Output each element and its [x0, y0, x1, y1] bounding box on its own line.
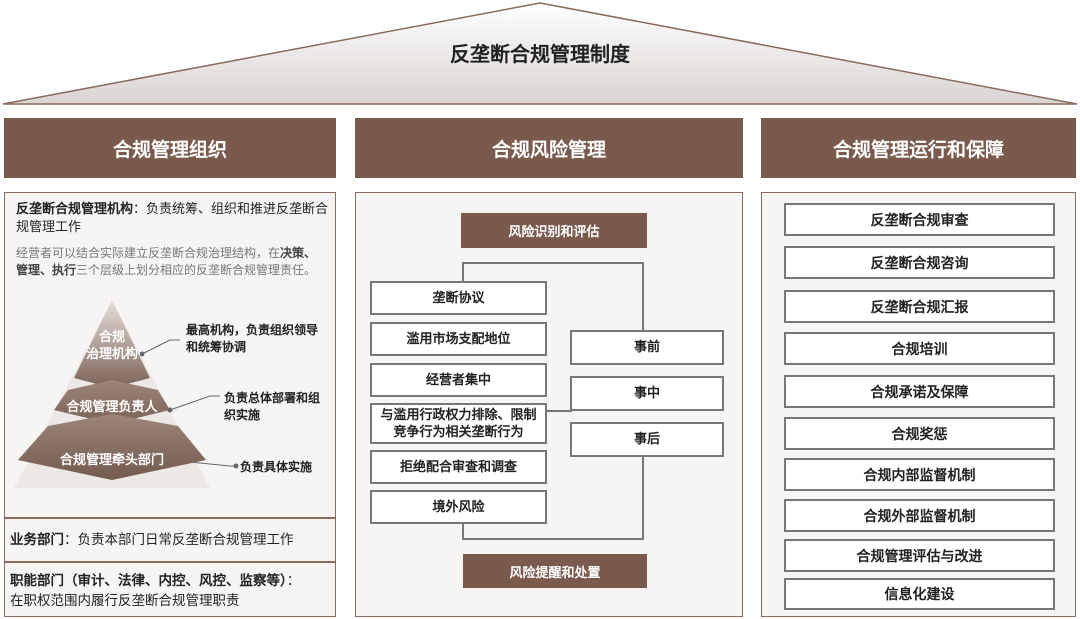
pyramid-desc-department: 负责具体实施 [240, 460, 313, 474]
functional-dept-desc: 在职权范围内履行反垄断合规管理职责 [10, 593, 240, 609]
pyramid-tier-governance-line1: 合规 [98, 330, 125, 345]
stage-during: 事中 [570, 376, 724, 411]
risk-item: 滥用市场支配地位 [370, 322, 547, 356]
connector-line [462, 262, 644, 264]
agency-block: 反垄断合规管理机构：负责统筹、组织和推进反垄断合规管理工作 [16, 201, 332, 237]
note-text-pre: 经营者可以结合实际建立反垄断合规治理结构，在 [16, 246, 281, 260]
operation-item: 信息化建设 [784, 578, 1055, 610]
functional-dept-colon: ： [286, 573, 301, 589]
column-header-organization: 合规管理组织 [4, 118, 336, 178]
operation-item: 合规培训 [784, 332, 1055, 365]
column-header-operation: 合规管理运行和保障 [761, 118, 1076, 178]
note-text-post: 三个层级上划分相应的反垄断合规管理责任。 [76, 263, 317, 277]
operation-item: 反垄断合规审查 [784, 203, 1055, 236]
stage-before: 事前 [570, 330, 724, 365]
pyramid-tier-governance-line2: 治理机构 [85, 347, 138, 362]
pyramid-desc-officer: 负责总体部署和组织实施 [224, 391, 321, 422]
connector-line [642, 262, 644, 332]
stage-after: 事后 [570, 422, 724, 457]
roof [2, 2, 1078, 105]
business-dept-title: 业务部门 [10, 532, 64, 548]
pyramid-connectors [140, 339, 239, 469]
pyramid-tier-officer: 合规管理负责人 [66, 400, 158, 415]
agency-desc: ：负责统筹、组织和推进反垄断合规管理工作 [16, 202, 329, 235]
governance-pyramid [14, 300, 210, 488]
divider [4, 517, 336, 519]
connector-line [462, 538, 644, 540]
operation-item: 合规外部监督机制 [784, 499, 1055, 532]
note-text-bold: 决策、管理、执行 [16, 246, 317, 277]
functional-dept: 职能部门（审计、法律、内控、风控、监察等）： 在职权范围内履行反垄断合规管理职责 [10, 571, 334, 611]
pyramid-desc-governance: 最高机构，负责组织领导和统筹协调 [186, 323, 319, 354]
operation-item: 反垄断合规汇报 [784, 290, 1055, 323]
operation-item: 合规内部监督机制 [784, 458, 1055, 491]
functional-dept-title: 职能部门（审计、法律、内控、风控、监察等） [10, 573, 287, 589]
risk-identification-header: 风险识别和评估 [461, 213, 647, 248]
governance-note: 经营者可以结合实际建立反垄断合规治理结构，在决策、管理、执行三个层级上划分相应的… [16, 245, 328, 279]
risk-item: 境外风险 [370, 490, 547, 524]
risk-item: 经营者集中 [370, 363, 547, 397]
pyramid-tier-department: 合规管理牵头部门 [59, 453, 164, 468]
connector-line [642, 454, 644, 540]
connector-line [544, 410, 572, 412]
business-dept: 业务部门：负责本部门日常反垄断合规管理工作 [10, 531, 334, 549]
business-dept-desc: ：负责本部门日常反垄断合规管理工作 [64, 532, 294, 548]
divider [4, 561, 336, 563]
risk-item: 拒绝配合审查和调查 [370, 450, 547, 484]
column-header-risk: 合规风险管理 [355, 118, 743, 178]
operation-item: 合规管理评估与改进 [784, 539, 1055, 572]
operation-item: 反垄断合规咨询 [784, 246, 1055, 279]
risk-item: 垄断协议 [370, 281, 547, 315]
risk-response-header: 风险提醒和处置 [463, 554, 647, 588]
operation-item: 合规奖惩 [784, 417, 1055, 450]
risk-item: 与滥用行政权力排除、限制竞争行为相关垄断行为 [370, 403, 547, 444]
connector-line [462, 522, 464, 540]
agency-title: 反垄断合规管理机构 [16, 202, 134, 217]
roof-title: 反垄断合规管理制度 [450, 42, 630, 66]
pyramid-tier-governance: 合规 治理机构 [72, 329, 152, 363]
operation-item: 合规承诺及保障 [784, 375, 1055, 408]
